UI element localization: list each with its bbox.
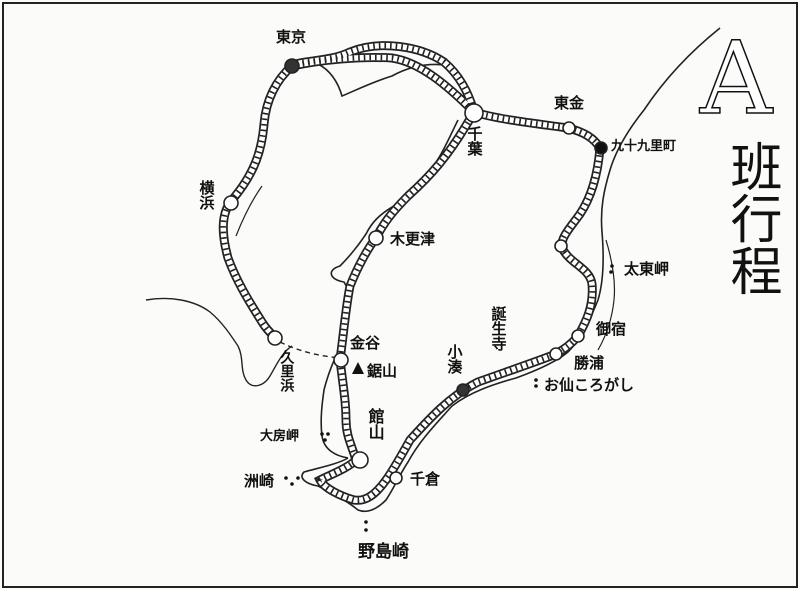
stations <box>223 58 608 485</box>
station-katsuura <box>549 347 563 361</box>
station-kujukuri <box>594 141 608 155</box>
station-tokyo <box>284 58 300 74</box>
label-nojimazaki: 野島崎 <box>358 542 409 562</box>
label-taibusa: 大房岬 <box>260 429 300 444</box>
label-chikura: 千倉 <box>410 470 441 488</box>
coastline-south <box>301 351 569 513</box>
label-tokyo: 東京 <box>276 28 307 46</box>
label-onjuku: 御宿 <box>596 320 627 338</box>
station-kominato <box>456 383 470 397</box>
station-tateyama <box>351 451 369 469</box>
label-yokohama: 横浜 <box>197 180 216 210</box>
coastline-tokyo-bay <box>235 185 263 237</box>
label-chiba: 千葉 <box>465 126 484 156</box>
station-kurihama <box>267 330 283 346</box>
mountain-icon <box>352 362 364 374</box>
station-east-mid <box>554 239 568 253</box>
label-katsuura: 勝浦 <box>574 354 605 372</box>
label-togane: 東金 <box>554 94 585 112</box>
coastline-miura <box>145 297 293 387</box>
label-kurihama: 久里浜 <box>278 350 295 392</box>
coastline-east-inner <box>597 239 616 351</box>
cape-dots <box>284 264 614 532</box>
station-chiba <box>464 103 484 123</box>
station-kisarazu <box>368 230 384 246</box>
label-kujukuri: 九十九里町 <box>611 139 677 154</box>
label-kanaya: 金谷 <box>350 334 381 352</box>
label-taitomisaki: 太東岬 <box>624 260 670 278</box>
station-togane <box>562 121 576 135</box>
label-kisarazu: 木更津 <box>390 230 436 248</box>
title-text: 班行程 <box>721 140 781 296</box>
station-kanaya <box>333 352 349 368</box>
station-yokohama <box>223 195 239 211</box>
station-chikura <box>389 471 403 485</box>
label-tateyama: 館山 <box>365 408 385 440</box>
label-tanjoji: 誕生寺 <box>489 306 508 351</box>
label-nokogiriyama: 鋸山 <box>367 362 398 380</box>
label-oyaguchi: お仙ころがし <box>544 376 635 394</box>
title-letter: A <box>699 19 773 138</box>
label-sunosaki: 洲崎 <box>244 472 275 490</box>
label-kominato: 小湊 <box>445 344 464 374</box>
station-onjuku <box>571 329 585 343</box>
coastline-east <box>567 27 721 353</box>
